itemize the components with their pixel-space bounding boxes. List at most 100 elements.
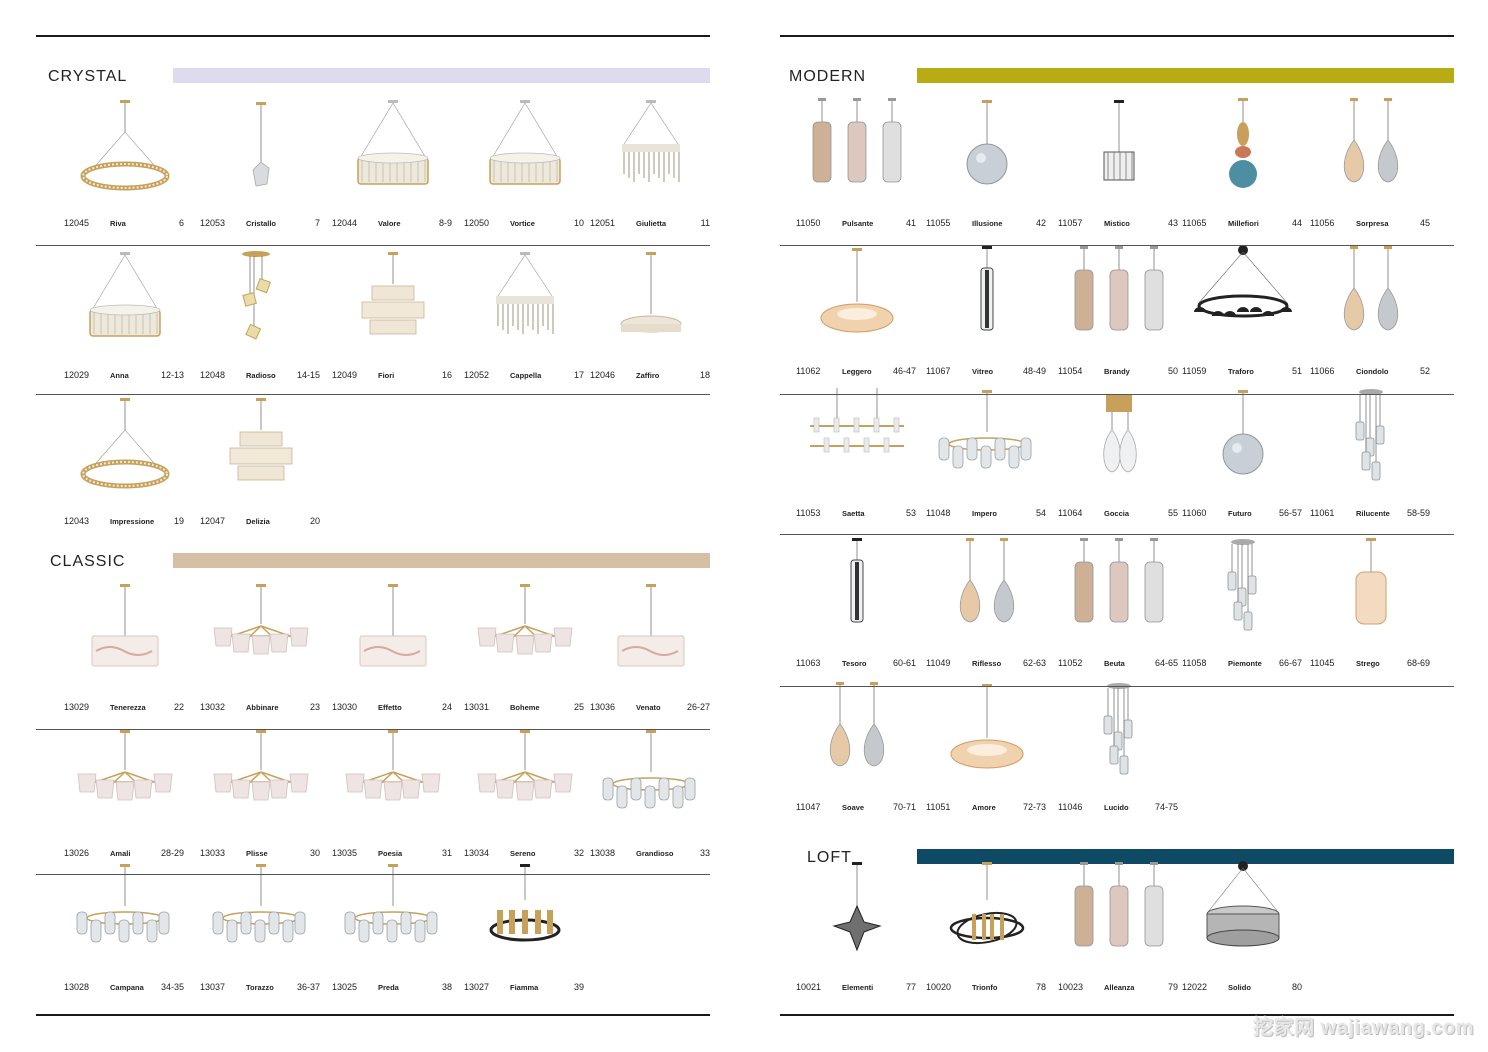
product-code: 12047 (200, 516, 226, 526)
product-code: 11050 (796, 218, 821, 228)
product-name: Poesia (378, 849, 403, 858)
arm-glass-icon (586, 722, 716, 842)
page-number: 23 (309, 702, 320, 712)
page-number: 19 (173, 516, 184, 526)
product-name: Beuta (1104, 659, 1125, 668)
product-code: 11061 (1310, 508, 1335, 518)
triple-tube-icon (1054, 240, 1184, 360)
row-divider (36, 729, 710, 730)
product-code: 11062 (796, 366, 821, 376)
product-name: Amali (110, 849, 131, 858)
section-color-bar-loft (917, 849, 1454, 864)
product-code: 11046 (1058, 802, 1083, 812)
product-code: 13038 (590, 848, 616, 858)
product-code: 12045 (64, 218, 90, 228)
product-code: 11055 (926, 218, 951, 228)
tiered-crystal-icon (196, 390, 326, 510)
product-code: 11057 (1058, 218, 1083, 228)
product-name: Sorpresa (1356, 219, 1389, 228)
section-color-bar-crystal (173, 68, 710, 83)
drum-crystal-icon (460, 92, 590, 212)
product-code: 11067 (926, 366, 951, 376)
product-code: 12022 (1182, 982, 1208, 992)
row-divider (36, 874, 710, 875)
page-number: 77 (905, 982, 916, 992)
product-code: 13037 (200, 982, 226, 992)
page-number: 58-59 (1406, 508, 1430, 518)
product-name: Elementi (842, 983, 874, 992)
page-number: 66-67 (1278, 658, 1302, 668)
cluster-tubes-icon (1306, 382, 1436, 502)
product-name: Pulsante (842, 219, 874, 228)
crystal-pendant-icon (196, 92, 326, 212)
product-code: 10023 (1058, 982, 1084, 992)
product-code: 12051 (590, 218, 616, 228)
page-number: 22 (173, 702, 184, 712)
rod-pendant-icon (922, 240, 1052, 360)
product-name: Valore (378, 219, 401, 228)
product-name: Rilucente (1356, 509, 1390, 518)
product-caption: 11061 Rilucente 58-59 (1306, 508, 1436, 522)
product-code: 12044 (332, 218, 358, 228)
product-code: 11054 (1058, 366, 1083, 376)
product-code: 11066 (1310, 366, 1335, 376)
drum-shade-icon (60, 576, 190, 696)
page-number: 25 (573, 702, 584, 712)
product-name: Venato (636, 703, 661, 712)
product-code: 13030 (332, 702, 358, 712)
page-number: 72-73 (1022, 802, 1046, 812)
tiered-crystal-icon (328, 244, 458, 364)
drum-shade-icon (586, 576, 716, 696)
arm-glass-icon (60, 856, 190, 976)
page-number: 79 (1167, 982, 1178, 992)
page-number: 34-35 (160, 982, 184, 992)
product-name: Cristallo (246, 219, 277, 228)
product-code: 10020 (926, 982, 952, 992)
cage-pendant-icon (1054, 92, 1184, 212)
page-number: 12-13 (160, 370, 184, 380)
page-number: 70-71 (892, 802, 916, 812)
product-name: Tenerezza (110, 703, 146, 712)
drum-shade-icon (328, 576, 458, 696)
page-number: 43 (1167, 218, 1178, 228)
page-number: 50 (1167, 366, 1178, 376)
product-code: 11056 (1310, 218, 1335, 228)
